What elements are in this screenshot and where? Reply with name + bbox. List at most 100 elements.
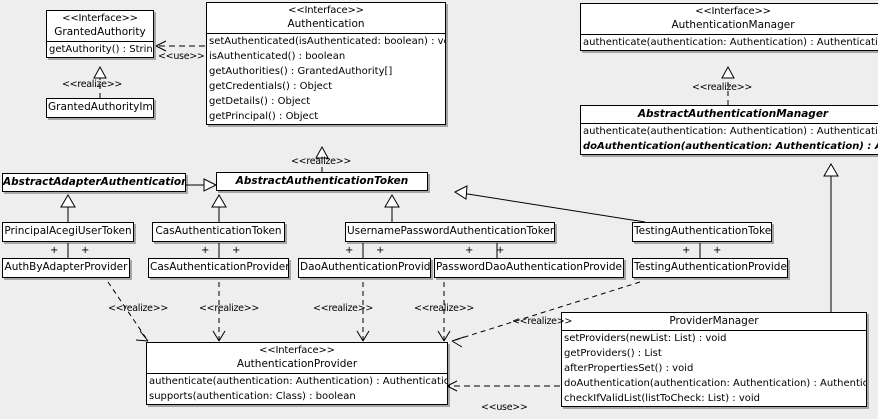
operation-item: getAuthority() : String xyxy=(49,43,154,55)
edge-label-use-provider-manager: <<use>> xyxy=(481,402,528,413)
class-username-password-authentication-token[interactable]: UsernamePasswordAuthenticationToken xyxy=(345,222,555,242)
class-cas-authentication-provider[interactable]: CasAuthenticationProvider xyxy=(148,258,289,278)
class-abstract-authentication-manager[interactable]: AbstractAuthenticationManager authentica… xyxy=(580,105,878,156)
multiplicity-marker: + xyxy=(713,245,722,256)
edge-adapter-token-to-abstract-token xyxy=(186,178,218,192)
edge-label-realize-dao-provider: <<realize>> xyxy=(313,303,374,314)
class-name-label: AbstractAuthenticationManager xyxy=(637,108,829,120)
stereotype-label: <<Interface>> xyxy=(695,6,771,17)
multiplicity-marker: + xyxy=(376,245,385,256)
operation-item: getCredentials() : Object xyxy=(209,80,333,92)
operation-item: getPrincipal() : Object xyxy=(209,110,319,122)
compartment-divider xyxy=(207,32,445,34)
operation-item: getAuthorities() : GrantedAuthority[] xyxy=(209,65,393,77)
operation-item: afterPropertiesSet() : void xyxy=(564,363,694,375)
compartment-divider xyxy=(581,33,878,35)
class-abstract-authentication-token[interactable]: AbstractAuthenticationToken xyxy=(216,172,428,192)
edge-label-use-granted-authority: <<use>> xyxy=(158,51,205,62)
class-name-label: UsernamePasswordAuthenticationToken xyxy=(347,225,555,237)
operations-compartment: setProviders(newList: List) : void getPr… xyxy=(562,331,866,406)
operation-item: supports(authentication: Class) : boolea… xyxy=(149,390,356,402)
edge-label-realize-granted-authority-impl: <<realize>> xyxy=(62,79,123,90)
multiplicity-marker: + xyxy=(81,245,90,256)
class-auth-by-adapter-provider[interactable]: AuthByAdapterProvider xyxy=(2,258,130,278)
operation-item: doAuthentication(authentication: Authent… xyxy=(583,141,878,153)
class-cas-authentication-token[interactable]: CasAuthenticationToken xyxy=(152,222,285,242)
compartment-divider xyxy=(581,123,878,125)
edge-use-authentication-granted-authority xyxy=(155,40,205,52)
multiplicity-marker: + xyxy=(201,245,210,256)
operation-item: getProviders() : List xyxy=(564,348,662,360)
class-testing-authentication-token[interactable]: TestingAuthenticationToken xyxy=(632,222,772,242)
operations-compartment: setAuthenticated(isAuthenticated: boolea… xyxy=(207,34,445,124)
edge-label-realize-authentication-manager: <<realize>> xyxy=(692,82,753,93)
class-name-label: PrincipalAcegiUserToken xyxy=(4,225,132,237)
compartment-divider xyxy=(147,372,447,374)
class-authentication-manager[interactable]: <<Interface>> AuthenticationManager auth… xyxy=(580,3,878,51)
edge-generalize-username-password-token xyxy=(384,194,400,222)
class-dao-authentication-provider[interactable]: DaoAuthenticationProvider xyxy=(298,258,431,278)
class-principal-acegi-user-token[interactable]: PrincipalAcegiUserToken xyxy=(2,222,134,242)
class-header: AbstractAuthenticationManager xyxy=(581,106,878,123)
class-name-label: AuthenticationManager xyxy=(671,18,795,31)
stereotype-label: <<Interface>> xyxy=(288,5,364,16)
stereotype-label: <<Interface>> xyxy=(259,345,335,356)
class-password-dao-authentication-provider[interactable]: PasswordDaoAuthenticationProvider xyxy=(434,258,624,278)
class-header: <<Interface>> AuthenticationProvider xyxy=(147,343,447,373)
operation-item: getDetails() : Object xyxy=(209,95,311,107)
multiplicity-marker: + xyxy=(345,245,354,256)
edge-generalize-cas-token xyxy=(211,194,227,222)
edge-generalize-principal-acegi-token xyxy=(60,194,76,222)
class-name-label: AbstractAdapterAuthenticationToken xyxy=(3,176,185,188)
class-name-label: GrantedAuthorityImpl xyxy=(48,101,154,113)
edge-generalize-testing-token xyxy=(453,185,646,223)
operation-item: doAuthentication(authentication: Authent… xyxy=(564,378,867,390)
class-name-label: PasswordDaoAuthenticationProvider xyxy=(436,261,624,273)
class-name-label: AbstractAuthenticationToken xyxy=(235,175,409,187)
class-header: <<Interface>> AuthenticationManager xyxy=(581,4,878,34)
edge-label-realize-password-dao-provider: <<realize>> xyxy=(414,303,475,314)
operation-item: authenticate(authentication: Authenticat… xyxy=(583,126,878,138)
class-header: AbstractAdapterAuthenticationToken xyxy=(3,174,185,191)
class-name-label: ProviderManager xyxy=(669,315,759,327)
multiplicity-marker: + xyxy=(50,245,59,256)
operation-item: isAuthenticated() : boolean xyxy=(209,50,346,62)
operations-compartment: authenticate(authentication: Authenticat… xyxy=(147,374,447,404)
class-name-label: CasAuthenticationToken xyxy=(155,225,282,237)
multiplicity-marker: + xyxy=(232,245,241,256)
edge-label-realize-testing-provider: <<realize>> xyxy=(512,316,573,327)
edge-use-provider-manager-authentication-provider xyxy=(446,380,560,392)
edge-generalize-provider-manager xyxy=(823,163,839,312)
class-name-label: AuthenticationProvider xyxy=(236,357,358,370)
class-name-label: DaoAuthenticationProvider xyxy=(300,261,431,273)
class-name-label: TestingAuthenticationProvider xyxy=(634,261,788,273)
class-granted-authority-impl[interactable]: GrantedAuthorityImpl xyxy=(46,98,154,118)
edge-label-realize-abstract-token: <<realize>> xyxy=(291,156,352,167)
class-authentication-provider[interactable]: <<Interface>> AuthenticationProvider aut… xyxy=(146,342,448,405)
class-abstract-adapter-authentication-token[interactable]: AbstractAdapterAuthenticationToken xyxy=(2,173,186,193)
class-authentication[interactable]: <<Interface>> Authentication setAuthenti… xyxy=(206,2,446,125)
class-granted-authority[interactable]: <<Interface>> GrantedAuthority getAuthor… xyxy=(46,10,154,58)
stereotype-label: <<Interface>> xyxy=(62,13,138,24)
operation-item: checkIfValidList(listToCheck: List) : vo… xyxy=(564,393,761,405)
class-provider-manager[interactable]: ProviderManager setProviders(newList: Li… xyxy=(561,312,867,408)
class-testing-authentication-provider[interactable]: TestingAuthenticationProvider xyxy=(632,258,788,278)
class-name-label: CasAuthenticationProvider xyxy=(150,261,289,273)
edge-label-realize-cas-provider: <<realize>> xyxy=(199,303,260,314)
multiplicity-marker: + xyxy=(465,245,474,256)
operation-item: setProviders(newList: List) : void xyxy=(564,333,727,345)
class-name-label: AuthByAdapterProvider xyxy=(4,261,128,273)
class-name-label: Authentication xyxy=(287,17,365,30)
multiplicity-marker: + xyxy=(682,245,691,256)
operation-item: authenticate(authentication: Authenticat… xyxy=(583,36,878,48)
class-name-label: TestingAuthenticationToken xyxy=(634,225,772,237)
multiplicity-marker: + xyxy=(496,245,505,256)
operation-item: authenticate(authentication: Authenticat… xyxy=(149,375,448,387)
class-header: AbstractAuthenticationToken xyxy=(217,173,427,190)
operation-item: setAuthenticated(isAuthenticated: boolea… xyxy=(209,35,446,47)
operations-compartment: authenticate(authentication: Authenticat… xyxy=(581,35,878,50)
compartment-divider xyxy=(47,40,153,42)
class-header: ProviderManager xyxy=(562,313,866,330)
class-header: <<Interface>> Authentication xyxy=(207,3,445,33)
